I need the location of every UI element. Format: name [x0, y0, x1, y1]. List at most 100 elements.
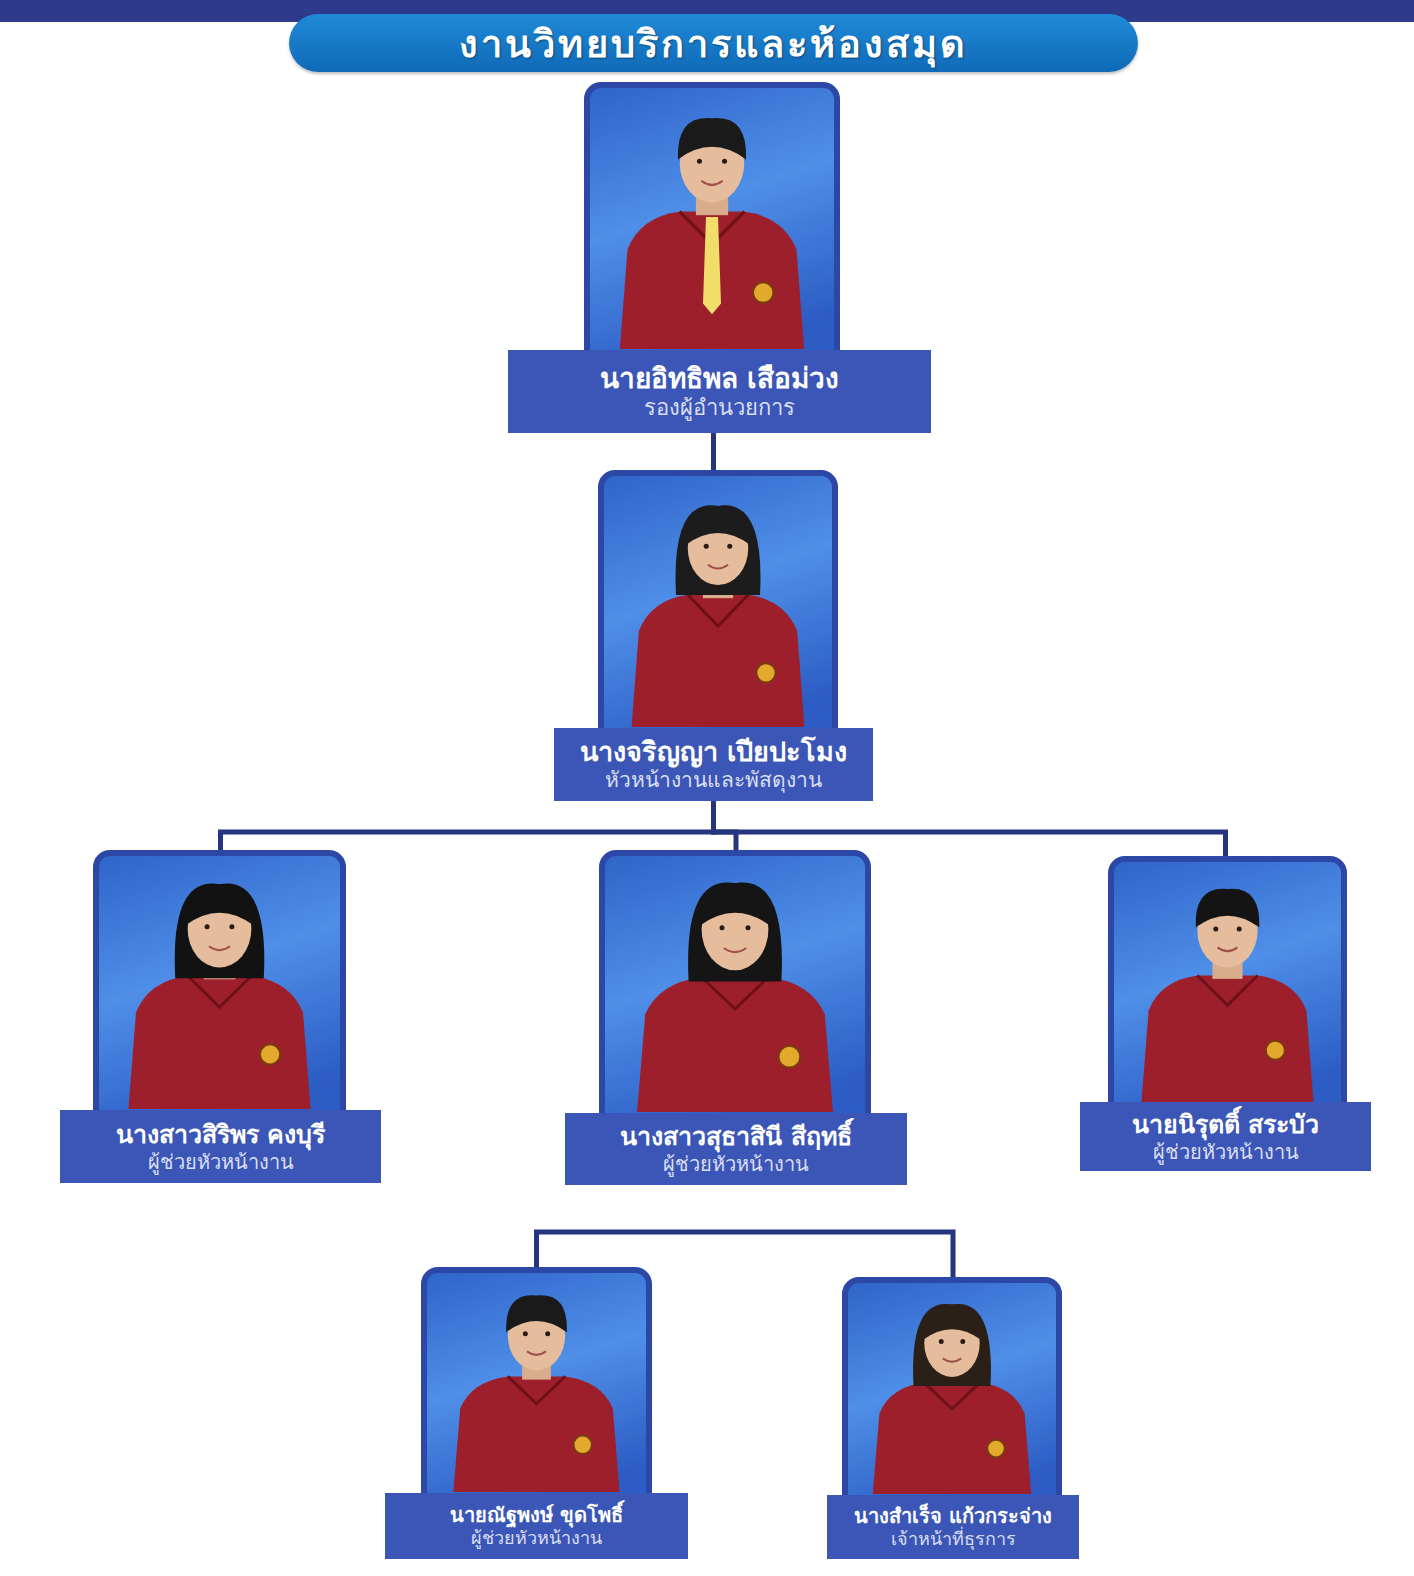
- org-connector: [714, 801, 1226, 856]
- shirt: [128, 976, 310, 1109]
- shirt: [637, 977, 833, 1112]
- person-name: นางสาวสุธาสินี สีฤทธิ์: [620, 1122, 852, 1152]
- shirt: [1141, 976, 1313, 1102]
- eye: [205, 924, 210, 929]
- position-title: ผู้ช่วยหัวหน้างาน: [471, 1527, 602, 1549]
- collar: [688, 595, 748, 626]
- eye: [697, 159, 702, 164]
- name-plate: นางสาวสุธาสินี สีฤทธิ์ผู้ช่วยหัวหน้างาน: [565, 1113, 907, 1185]
- name-plate: นายณัฐพงษ์ ขุดโพธิ์ผู้ช่วยหัวหน้างาน: [385, 1493, 688, 1559]
- collar: [1197, 976, 1257, 1006]
- mouth: [1217, 947, 1237, 951]
- person-card: นางสาวสิริพร คงบุรีผู้ช่วยหัวหน้างาน: [60, 850, 381, 1183]
- name-plate: นางสำเร็จ แก้วกระจ่างเจ้าหน้าที่ธุรการ: [827, 1495, 1079, 1559]
- position-title: รองผู้อำนวยการ: [644, 395, 795, 421]
- hair: [688, 882, 782, 981]
- mouth: [943, 1358, 961, 1361]
- person-card: นางจริญญา เปียปะโมงหัวหน้างานและพัสดุงาน: [554, 470, 873, 801]
- eye: [229, 924, 234, 929]
- person-card: นางสำเร็จ แก้วกระจ่างเจ้าหน้าที่ธุรการ: [827, 1277, 1079, 1559]
- portrait-photo: [421, 1267, 652, 1495]
- mouth: [724, 948, 746, 952]
- emblem-badge: [987, 1440, 1005, 1458]
- hair-top: [923, 1304, 982, 1340]
- person-name: นางสำเร็จ แก้วกระจ่าง: [854, 1504, 1052, 1528]
- eye: [960, 1339, 965, 1344]
- person-card: นายณัฐพงษ์ ขุดโพธิ์ผู้ช่วยหัวหน้างาน: [385, 1267, 688, 1559]
- eye: [722, 159, 727, 164]
- photo-frame: [845, 1280, 1059, 1497]
- org-connector: [711, 433, 716, 470]
- emblem-badge: [753, 282, 773, 302]
- emblem-badge: [573, 1436, 591, 1454]
- necktie: [703, 217, 721, 314]
- mouth: [701, 181, 723, 185]
- eye: [523, 1331, 528, 1336]
- person-name: นางสาวสิริพร คงบุรี: [116, 1120, 326, 1150]
- emblem-badge: [779, 1046, 801, 1068]
- person-name: นางจริญญา เปียปะโมง: [580, 736, 847, 768]
- eye: [1237, 927, 1242, 932]
- collar: [188, 976, 252, 1007]
- person-card: นางสาวสุธาสินี สีฤทธิ์ผู้ช่วยหัวหน้างาน: [565, 850, 907, 1185]
- mouth: [209, 946, 230, 950]
- title: งานวิทยบริการและห้องสมุด: [459, 13, 968, 74]
- portrait-photo: [93, 850, 346, 1112]
- photo-frame: [602, 853, 868, 1115]
- photo-frame: [96, 853, 343, 1112]
- position-title: ผู้ช่วยหัวหน้างาน: [663, 1152, 809, 1176]
- shirt: [632, 595, 805, 727]
- emblem-badge: [756, 663, 775, 682]
- person-name: นายอิทธิพล เสือม่วง: [600, 362, 840, 396]
- emblem-badge: [260, 1044, 280, 1064]
- hair-top: [678, 118, 746, 159]
- eye: [939, 1339, 944, 1344]
- mouth: [527, 1351, 546, 1355]
- name-plate: นางจริญญา เปียปะโมงหัวหน้างานและพัสดุงาน: [554, 728, 873, 801]
- shirt: [453, 1376, 619, 1492]
- org-connector: [221, 801, 714, 850]
- hair: [913, 1304, 991, 1386]
- org-connector: [714, 801, 737, 850]
- hair-top: [186, 884, 253, 925]
- hair-top: [1196, 889, 1260, 928]
- portrait-photo: [584, 82, 840, 352]
- person-card: นายนิรุตติ์ สระบัวผู้ช่วยหัวหน้างาน: [1080, 856, 1371, 1171]
- title-banner: งานวิทยบริการและห้องสมุด: [289, 14, 1138, 72]
- hair-top: [700, 883, 771, 926]
- portrait-photo: [1108, 856, 1347, 1105]
- name-plate: นายอิทธิพล เสือม่วงรองผู้อำนวยการ: [508, 350, 931, 433]
- photo-frame: [424, 1270, 649, 1495]
- portrait-photo: [599, 850, 871, 1115]
- photo-frame: [1111, 859, 1344, 1105]
- position-title: หัวหน้างานและพัสดุงาน: [605, 768, 822, 793]
- eye: [545, 1331, 550, 1336]
- hair-top: [686, 506, 750, 545]
- position-title: ผู้ช่วยหัวหน้างาน: [148, 1150, 294, 1174]
- photo-frame: [601, 473, 835, 730]
- eye: [727, 544, 732, 549]
- collar: [924, 1383, 979, 1409]
- hair-top: [506, 1295, 567, 1332]
- photo-frame: [587, 85, 837, 352]
- hair: [175, 884, 265, 979]
- name-plate: นายนิรุตติ์ สระบัวผู้ช่วยหัวหน้างาน: [1080, 1102, 1371, 1171]
- portrait-photo: [842, 1277, 1062, 1497]
- shirt: [620, 212, 804, 349]
- hair: [676, 505, 761, 595]
- position-title: ผู้ช่วยหัวหน้างาน: [1153, 1140, 1299, 1164]
- collar: [702, 977, 769, 1009]
- eye: [704, 544, 709, 549]
- person-name: นายนิรุตติ์ สระบัว: [1132, 1110, 1320, 1140]
- person-name: นายณัฐพงษ์ ขุดโพธิ์: [450, 1503, 623, 1527]
- emblem-badge: [1266, 1041, 1285, 1060]
- person-card: นายอิทธิพล เสือม่วงรองผู้อำนวยการ: [508, 82, 931, 433]
- portrait-photo: [598, 470, 838, 730]
- eye: [1213, 927, 1218, 932]
- mouth: [708, 565, 728, 569]
- name-plate: นางสาวสิริพร คงบุรีผู้ช่วยหัวหน้างาน: [60, 1110, 381, 1183]
- position-title: เจ้าหน้าที่ธุรการ: [891, 1528, 1016, 1550]
- shirt: [873, 1383, 1031, 1494]
- collar: [508, 1376, 565, 1403]
